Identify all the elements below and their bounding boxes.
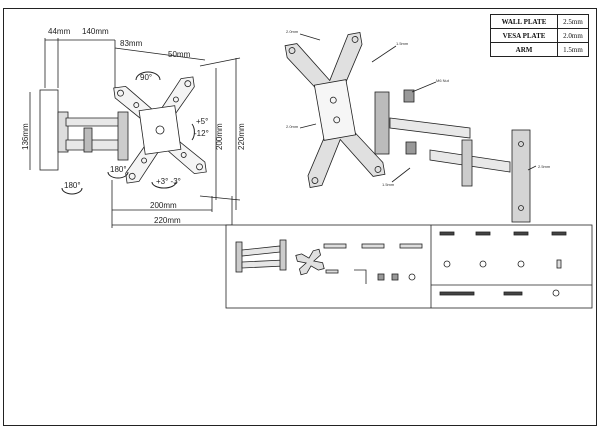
dim-50mm: 50mm — [168, 50, 191, 59]
dim-220mm-vertical: 220mm — [237, 123, 246, 150]
wall-bracket — [57, 111, 69, 153]
label-wall-thickness: 2.5mm — [538, 164, 551, 169]
angle-180-mid: 180° — [110, 165, 127, 174]
spec-part-name: VESA PLATE — [490, 28, 558, 43]
angle-tilt-down: -12° — [194, 129, 209, 138]
spec-part-name: ARM — [490, 42, 558, 57]
kit-arm-assembly — [235, 239, 287, 273]
dim-136mm: 136mm — [21, 123, 30, 150]
vesa-plate — [113, 76, 207, 184]
arm-joint — [83, 127, 93, 153]
exploded-arm-upper — [389, 117, 471, 139]
drawing-sheet-border — [3, 8, 597, 426]
dim-83mm: 83mm — [120, 39, 143, 48]
dimensioned-view — [29, 38, 241, 228]
wall-plate — [39, 89, 59, 171]
arm-upper — [65, 117, 125, 127]
exploded-nut-bottom — [405, 141, 417, 155]
thickness-spec-table: WALL PLATE 2.5mm VESA PLATE 2.0mm ARM 1.… — [490, 14, 589, 57]
spec-thickness: 2.5mm — [557, 14, 589, 29]
kit-bolts-right — [439, 231, 567, 297]
dim-200mm-horizontal: 200mm — [150, 201, 177, 210]
exploded-vesa-bracket — [374, 91, 390, 155]
label-vesa-thickness-side: 2.0mm — [286, 124, 299, 129]
spec-row-arm: ARM 1.5mm — [490, 42, 589, 57]
kit-vesa-plate — [295, 248, 325, 276]
dim-140mm: 140mm — [82, 27, 109, 36]
exploded-wall-plate — [511, 129, 531, 223]
angle-tilt-up: +5° — [196, 117, 208, 126]
dim-44mm: 44mm — [48, 27, 71, 36]
exploded-vesa-plate — [284, 32, 386, 188]
spec-thickness: 2.0mm — [557, 28, 589, 43]
label-arm-lower-thickness: 1.5mm — [382, 182, 395, 187]
spec-row-vesa-plate: VESA PLATE 2.0mm — [490, 28, 589, 43]
dim-220mm-horizontal: 220mm — [154, 216, 181, 225]
angle-level: +3° -3° — [156, 177, 181, 186]
angle-180-left: 180° — [64, 181, 81, 190]
parts-list-box — [225, 224, 593, 309]
kit-allen-key — [354, 269, 367, 284]
dim-200mm-vertical: 200mm — [215, 123, 224, 150]
label-arm-thickness: 1.5mm — [396, 41, 409, 46]
exploded-view — [284, 32, 537, 223]
label-nut: M6 Nut — [436, 78, 450, 83]
label-vesa-thickness: 2.0mm — [286, 29, 299, 34]
spec-row-wall-plate: WALL PLATE 2.5mm — [490, 14, 589, 29]
spec-part-name: WALL PLATE — [490, 14, 558, 29]
kit-screws-row — [323, 243, 423, 284]
angle-90: 90° — [140, 73, 152, 82]
arm-lower — [65, 139, 125, 151]
exploded-nut-top — [403, 89, 415, 103]
exploded-arm-joint — [461, 139, 473, 187]
arm-head — [117, 111, 129, 161]
spec-thickness: 1.5mm — [557, 42, 589, 57]
